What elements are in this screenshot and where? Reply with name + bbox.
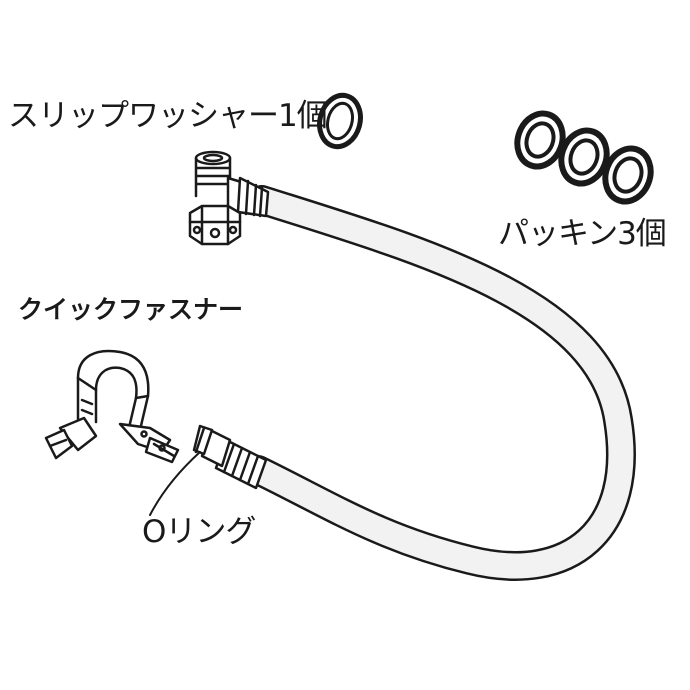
quick-connector [192,424,268,490]
packing-illustration [514,110,654,205]
slip-washer-label: スリップワッシャー1個 [8,98,328,134]
slip-washer-illustration [317,92,363,150]
packing-ring [558,127,610,187]
tee-fitting [188,150,270,246]
packing-ring [514,110,566,170]
quick-fastener-label: クイックファスナー [18,295,244,324]
o-ring-label: Oリング [142,514,256,550]
o-ring-leader-line [149,451,201,516]
packing-label: パッキン3個 [498,216,667,252]
packing-ring [602,145,654,205]
quick-fastener-illustration [44,349,180,464]
hose [243,185,636,581]
